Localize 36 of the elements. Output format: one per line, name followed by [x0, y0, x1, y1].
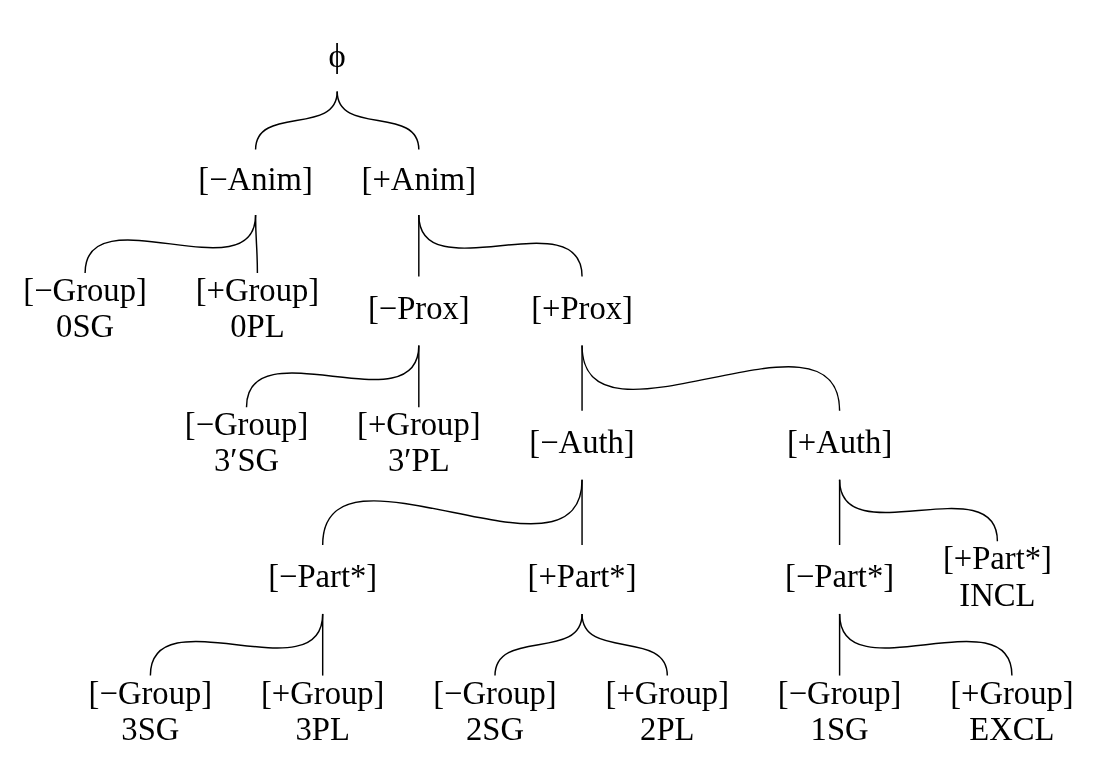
connector: [254, 90, 338, 151]
node-text: [+Group] 2PL: [605, 674, 730, 747]
node-text: ϕ: [328, 37, 346, 74]
node-text: [−Group] 3SG: [88, 674, 213, 747]
node-text: [−Group] 1SG: [777, 674, 902, 747]
connector: [418, 214, 583, 278]
node-text: [+Auth]: [786, 424, 893, 461]
node-text: [+Part*] INCL: [942, 540, 1052, 613]
connector: [581, 613, 669, 677]
node-text: [+Group] 3PL: [260, 674, 385, 747]
node-text: [−Group] 3′SG: [184, 406, 309, 479]
connector: [581, 478, 583, 546]
node-text: [+Group] EXCL: [950, 674, 1074, 747]
node-text: [+Anim]: [361, 161, 477, 198]
connector: [254, 214, 259, 274]
node-text: [+Prox]: [531, 289, 633, 326]
node-text: [+Group] 3′PL: [357, 406, 481, 479]
node-text: [+Part*]: [527, 558, 637, 595]
node-text: [+Group] 0PL: [195, 271, 320, 345]
node-text: [−Prox]: [367, 289, 470, 326]
node-text: [−Group] 0SG: [23, 271, 147, 345]
connector: [321, 613, 324, 677]
node-text: [−Part*]: [785, 558, 895, 595]
connector: [149, 613, 324, 677]
connector: [245, 344, 420, 408]
connector: [838, 613, 1013, 677]
connector: [336, 90, 420, 151]
node-text: [−Anim]: [198, 161, 313, 198]
connector: [418, 344, 420, 408]
connector: [581, 344, 841, 412]
node-text: [−Auth]: [529, 424, 635, 461]
connector: [321, 478, 583, 546]
connector: [84, 214, 257, 274]
node-text: [−Part*]: [268, 558, 378, 595]
node-text: [−Group] 2SG: [433, 674, 557, 747]
connector: [838, 478, 999, 543]
